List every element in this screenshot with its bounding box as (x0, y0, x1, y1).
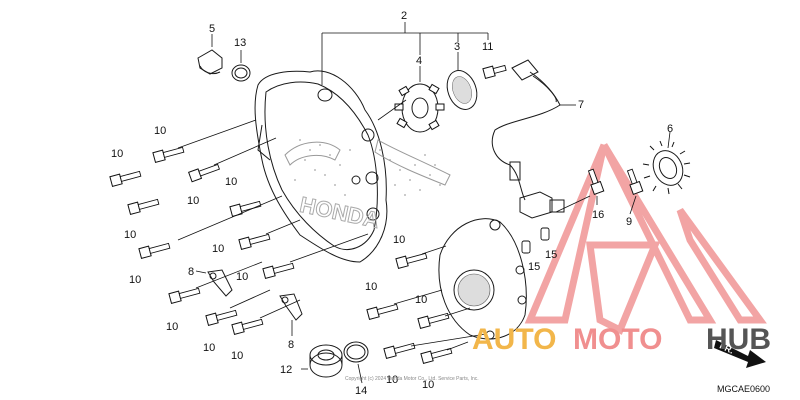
callout-8b: 8 (288, 339, 294, 351)
callout-7: 7 (578, 99, 584, 111)
callout-15a: 15 (528, 261, 540, 273)
callout-10: 10 (124, 229, 136, 241)
watermark-brand-auto: AUTO (472, 323, 556, 356)
callout-2: 2 (401, 10, 407, 22)
callout-10: 10 (386, 374, 398, 386)
callout-16: 16 (592, 209, 604, 221)
callout-10: 10 (212, 243, 224, 255)
timing-hole-plug (309, 344, 343, 378)
harness-clamp-b (279, 293, 303, 321)
watermark-logo-icon (524, 143, 767, 335)
callout-10: 10 (422, 379, 434, 391)
callout-10: 10 (231, 350, 243, 362)
callout-6: 6 (667, 123, 673, 135)
callout-11: 11 (482, 41, 493, 53)
left-crankcase-cover: HONDA (254, 70, 451, 263)
right-side-cover (438, 218, 527, 340)
callout-10: 10 (393, 234, 405, 246)
callout-10: 10 (154, 125, 166, 137)
callout-10: 10 (203, 342, 215, 354)
callout-10: 10 (187, 195, 199, 207)
o-ring-14 (343, 341, 369, 363)
harness-clamp-a (207, 269, 233, 297)
callout-15b: 15 (545, 249, 557, 261)
callout-9: 9 (626, 216, 632, 228)
callout-12: 12 (280, 364, 292, 376)
watermark-brand-moto: MOTO (573, 323, 662, 356)
callout-5: 5 (209, 23, 215, 35)
leader-lines (177, 22, 671, 384)
callout-10: 10 (365, 281, 377, 293)
callout-13: 13 (234, 37, 246, 49)
watermark-text: AUTO MOTO HUB (472, 323, 771, 356)
o-ring-13 (231, 64, 251, 82)
flange-bolts (109, 64, 644, 364)
diagram-code: MGCAE0600 (717, 384, 770, 394)
stator-assembly (394, 83, 445, 133)
oil-filler-cap (197, 49, 223, 75)
copyright-text: Copyright (c) 2024 Honda Motor Co., Ltd.… (345, 376, 479, 382)
cover-plate (446, 70, 478, 110)
callout-10: 10 (111, 148, 123, 160)
callout-8a: 8 (188, 266, 194, 278)
callout-labels: 2 4 3 11 5 13 7 6 16 9 15 15 8 8 12 14 1… (111, 10, 673, 397)
callout-4: 4 (416, 55, 422, 67)
callout-3: 3 (454, 41, 460, 53)
callout-10: 10 (415, 294, 427, 306)
callout-10: 10 (236, 271, 248, 283)
callout-10: 10 (225, 176, 237, 188)
pulse-generator-harness (491, 59, 565, 219)
watermark-brand-hub: HUB (706, 323, 771, 356)
callout-10: 10 (129, 274, 141, 286)
reluctor-ring (642, 140, 691, 195)
callout-10: 10 (166, 321, 178, 333)
callout-14: 14 (355, 385, 367, 397)
